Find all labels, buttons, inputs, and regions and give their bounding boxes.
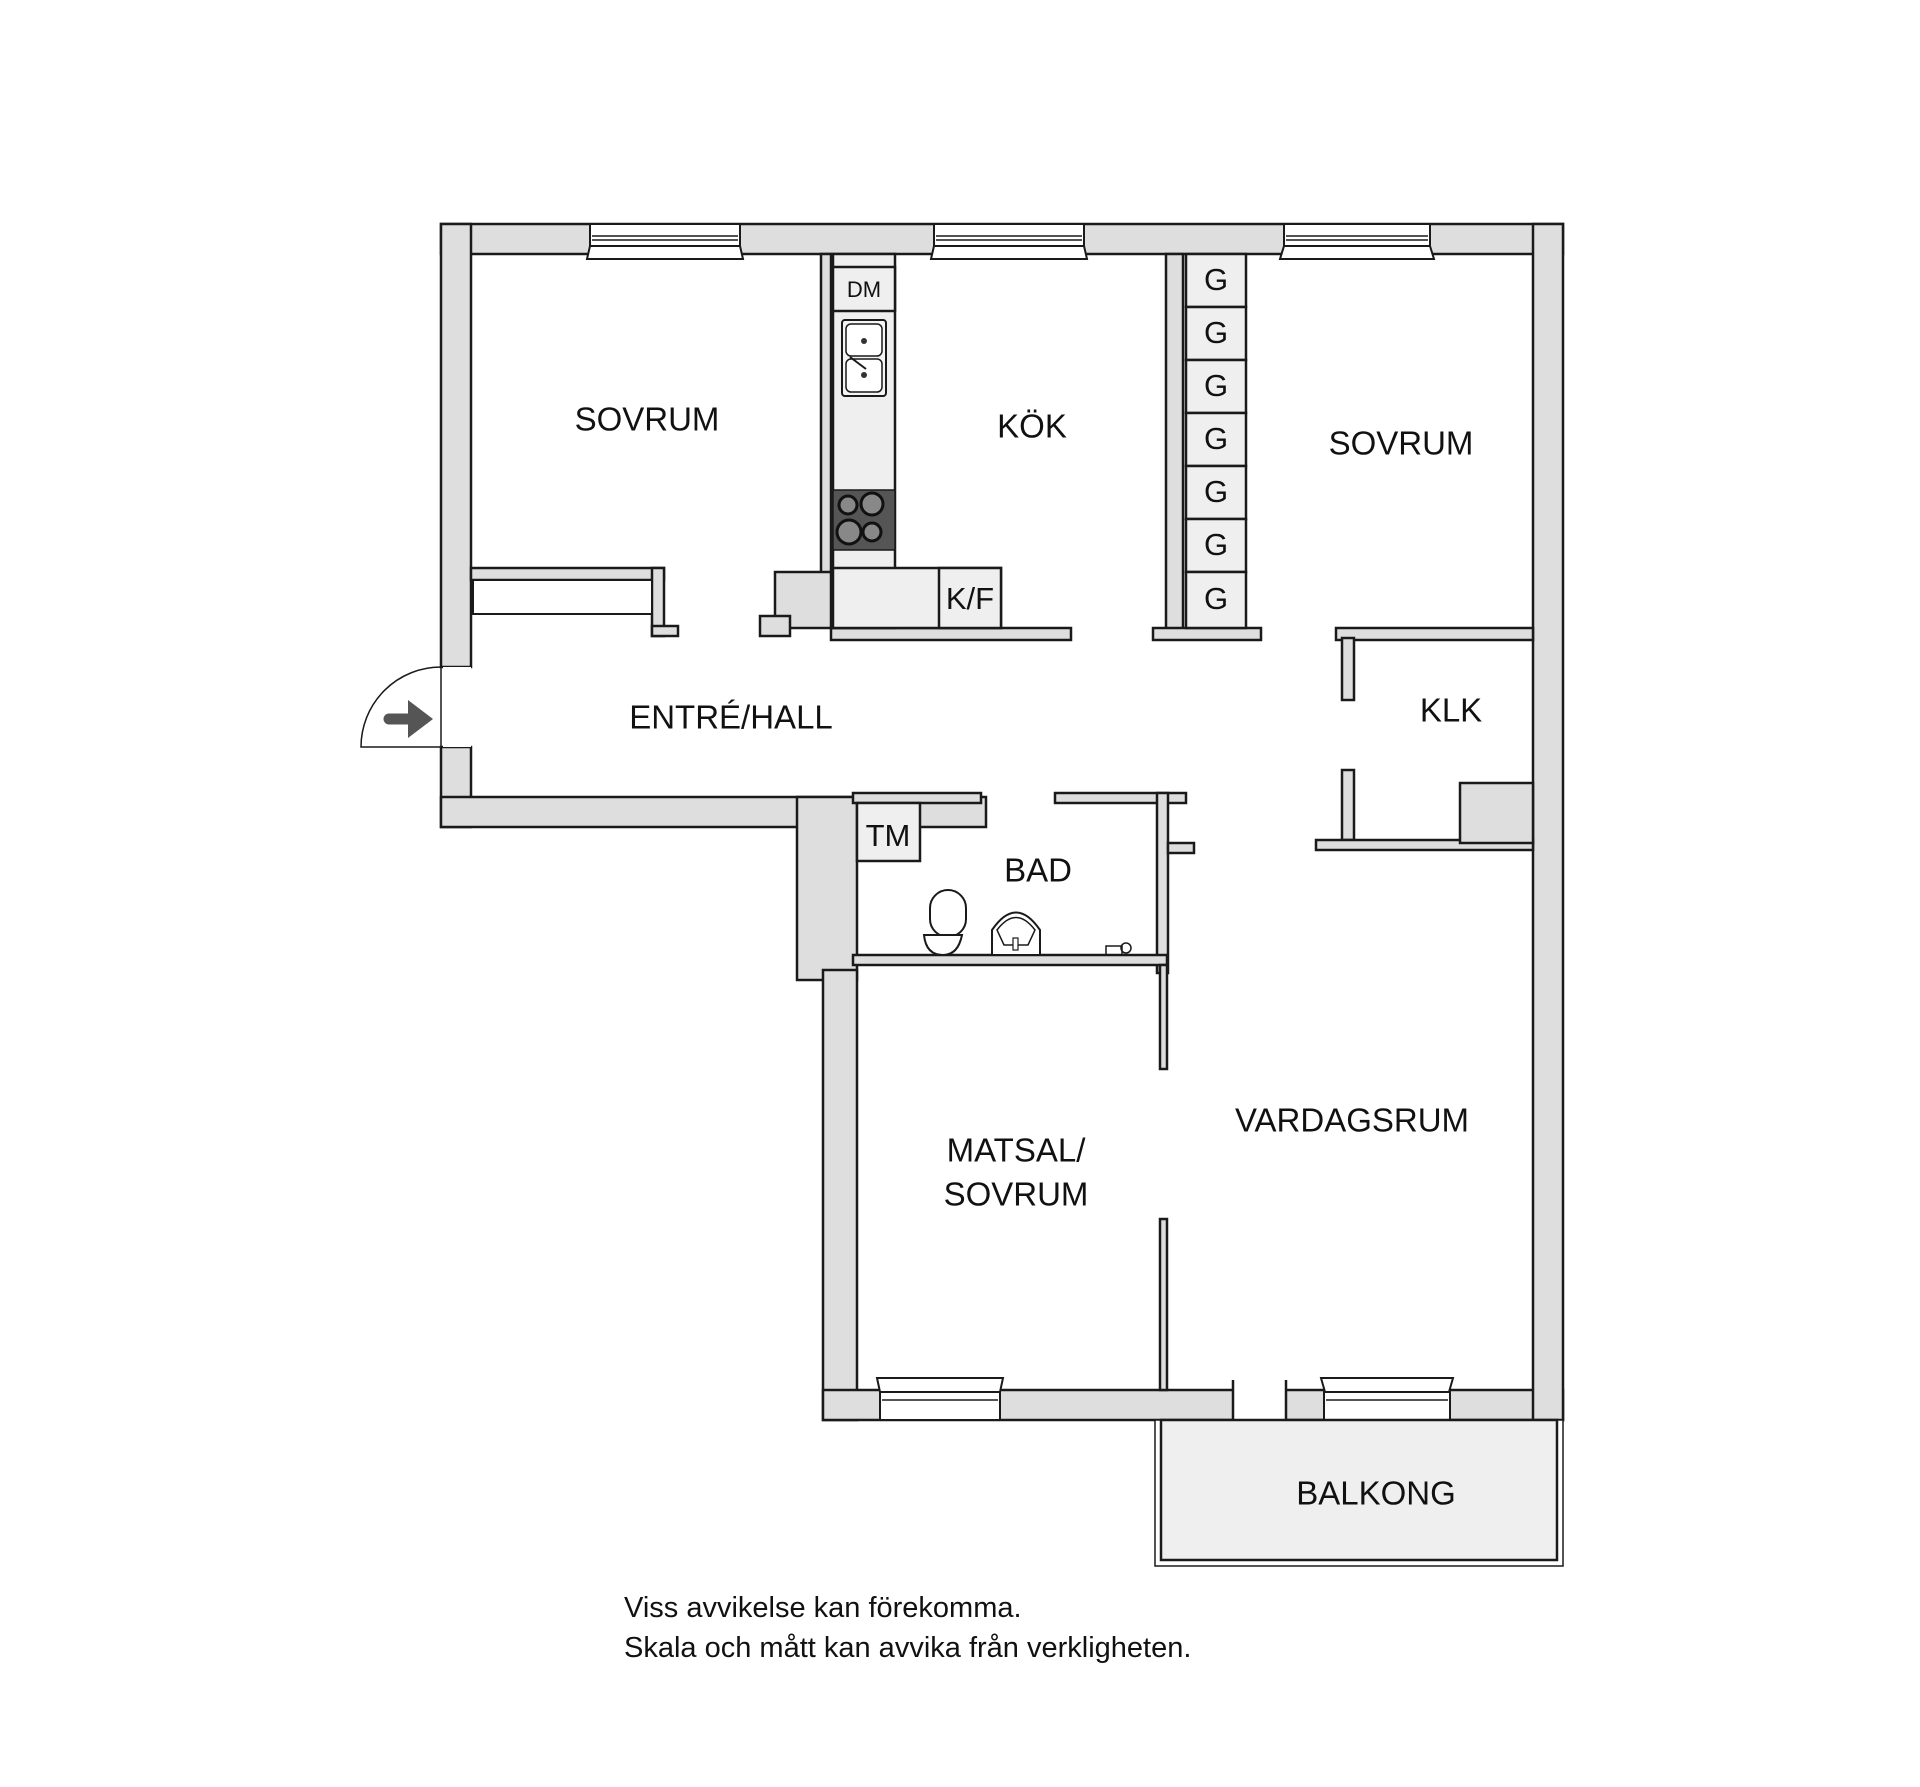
entry-door[interactable]	[360, 666, 471, 748]
bath-fixtures: TM	[855, 801, 1132, 957]
window-sovrum-left	[585, 223, 745, 260]
room-label-sovrum-left: SOVRUM	[575, 401, 720, 438]
wardrobe-column: G G G G G G G	[1184, 252, 1248, 630]
stove-icon	[832, 489, 896, 551]
room-label-bad: BAD	[1004, 852, 1072, 889]
wardrobe-g: G	[1204, 421, 1228, 456]
window-vardagsrum	[1319, 1377, 1455, 1421]
room-label-klk: KLK	[1420, 692, 1482, 729]
wardrobe-g: G	[1204, 315, 1228, 350]
disclaimer-line-2: Skala och mått kan avvika från verklighe…	[624, 1632, 1192, 1664]
dm-label: DM	[847, 277, 881, 302]
tm-label: TM	[866, 818, 911, 853]
room-label-sovrum-right: SOVRUM	[1329, 425, 1474, 462]
wardrobe-g: G	[1204, 474, 1228, 509]
windows	[585, 223, 1455, 1421]
washbasin-icon	[991, 911, 1041, 956]
room-label-balkong: BALKONG	[1296, 1475, 1456, 1512]
disclaimer: Viss avvikelse kan förekomma. Skala och …	[624, 1588, 1191, 1668]
toilet-icon	[922, 889, 967, 957]
shower-icon	[1105, 942, 1132, 956]
wardrobe-g: G	[1204, 581, 1228, 616]
balcony	[1154, 1418, 1564, 1567]
wardrobe-g: G	[1204, 527, 1228, 562]
disclaimer-line-1: Viss avvikelse kan förekomma.	[624, 1592, 1022, 1624]
wardrobe-g: G	[1204, 368, 1228, 403]
room-labels: SOVRUM KÖK SOVRUM ENTRÉ/HALL KLK BAD MAT…	[575, 401, 1483, 1512]
closet-shelf	[472, 579, 653, 615]
kf-label: K/F	[946, 581, 994, 616]
window-kok	[929, 223, 1089, 260]
room-label-entre-hall: ENTRÉ/HALL	[629, 699, 833, 736]
wardrobe-g: G	[1204, 262, 1228, 297]
room-label-matsal-2: SOVRUM	[944, 1176, 1089, 1213]
entry-arrow-icon	[383, 700, 433, 738]
room-label-kok: KÖK	[997, 408, 1067, 445]
kitchen-sink-icon	[841, 319, 887, 397]
window-matsal	[875, 1377, 1005, 1421]
room-label-vardagsrum: VARDAGSRUM	[1235, 1102, 1469, 1139]
room-label-matsal-1: MATSAL/	[947, 1132, 1087, 1169]
window-sovrum-right	[1278, 223, 1436, 260]
kitchen-counter: DM K/F	[831, 252, 1003, 630]
